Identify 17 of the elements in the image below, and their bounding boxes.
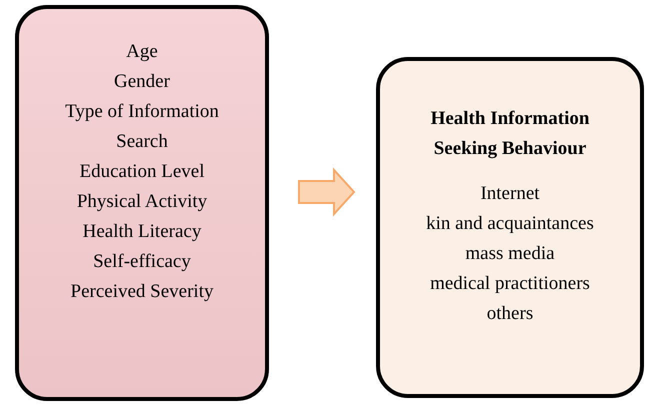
list-item: Internet [480, 182, 540, 206]
list-item: Self-efficacy [93, 250, 191, 274]
list-item: Physical Activity [76, 190, 208, 214]
block-arrow [298, 167, 356, 217]
list-item: medical practitioners [430, 272, 590, 296]
list-item: kin and acquaintances [426, 212, 594, 236]
box-heading: Health Information Seeking Behaviour [430, 107, 590, 161]
list-item: mass media [465, 242, 555, 266]
list-item: Education Level [79, 160, 205, 184]
list-item: Age [126, 40, 158, 64]
list-item: Type of Information Search [64, 100, 220, 154]
rounded-box [15, 5, 269, 401]
rounded-box [376, 57, 644, 398]
list-item: Gender [114, 70, 170, 94]
list-item: Health Literacy [82, 220, 202, 244]
list-item: Perceived Severity [70, 280, 214, 304]
list-item: others [486, 302, 534, 326]
